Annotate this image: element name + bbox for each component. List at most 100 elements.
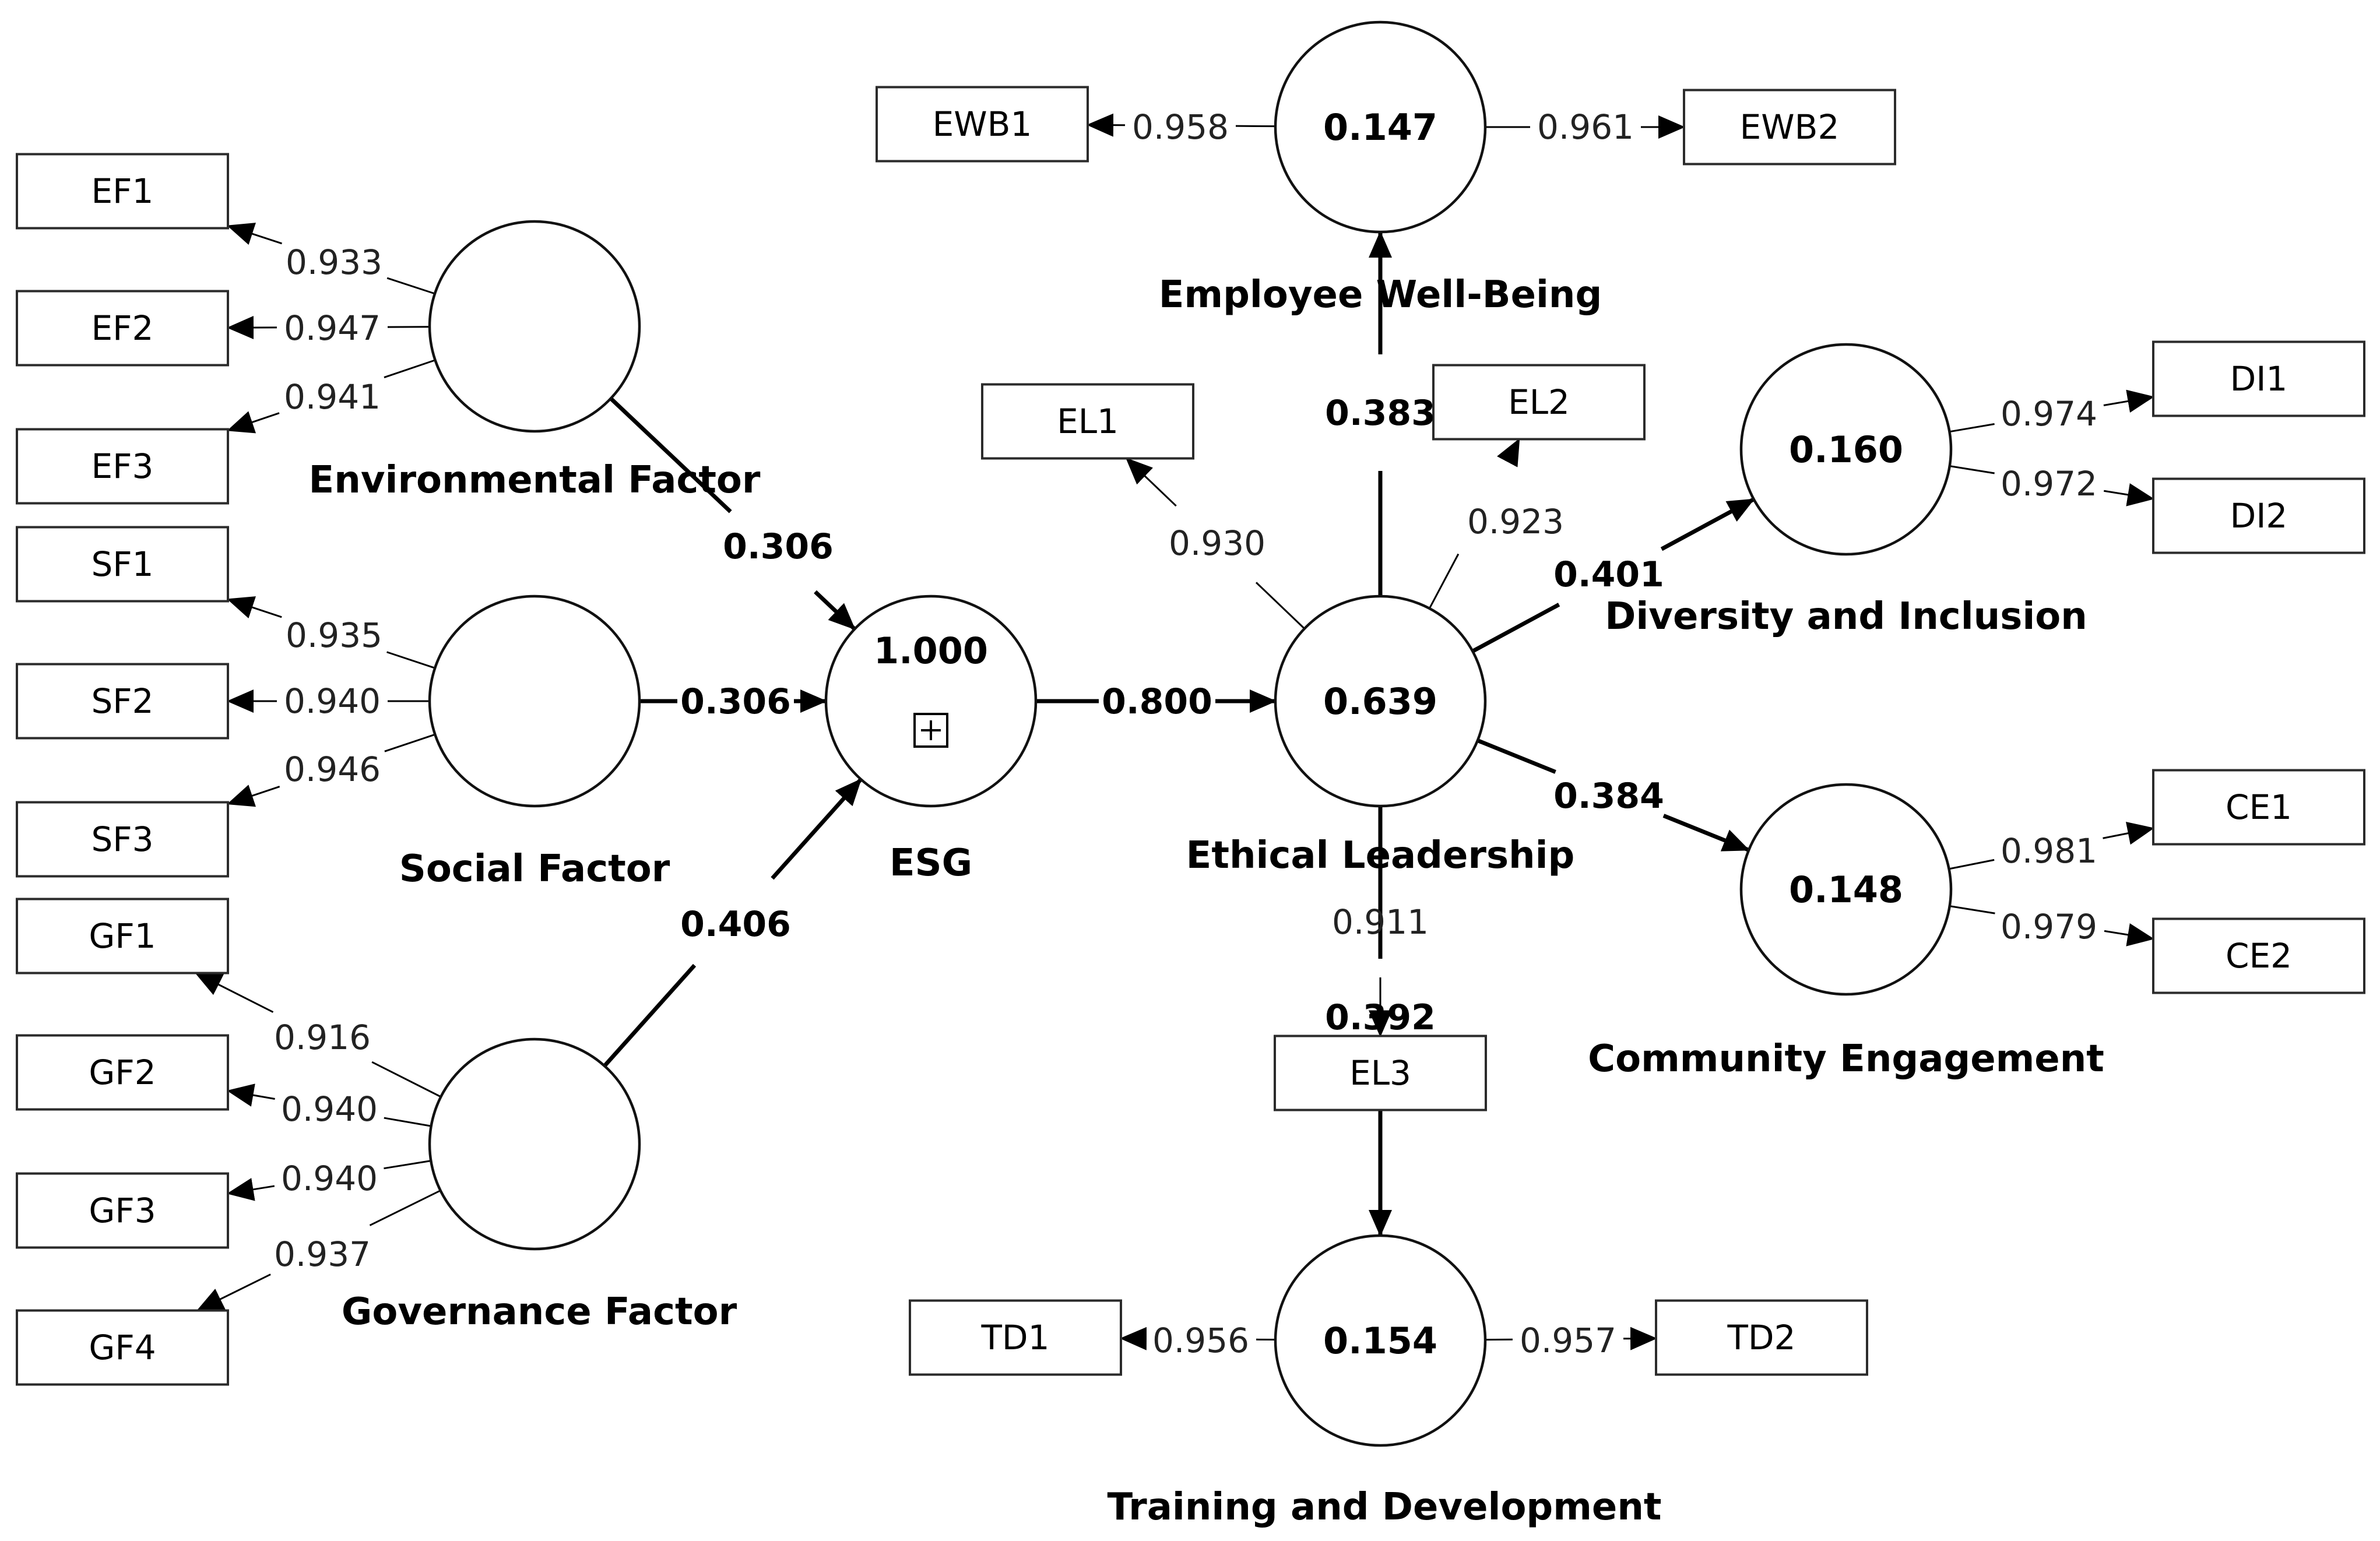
indicator-box-sf2[interactable]: SF2: [16, 663, 229, 740]
loading-value-td1: 0.956: [1152, 1321, 1249, 1360]
indicator-label: CE1: [2226, 787, 2292, 827]
indicator-box-sf1[interactable]: SF1: [16, 526, 229, 603]
loading-edge-gf4: [196, 1190, 441, 1311]
latent-node-td[interactable]: 0.154: [1274, 1234, 1487, 1447]
indicator-box-gf3[interactable]: GF3: [16, 1172, 229, 1249]
indicator-box-gf4[interactable]: GF4: [16, 1309, 229, 1386]
path-coefficient-gf-esg: 0.406: [680, 904, 791, 945]
path-edge-el-di: [1471, 497, 1755, 653]
loading-edge-ce1: [1949, 822, 2154, 870]
indicator-box-td1[interactable]: TD1: [909, 1299, 1122, 1376]
indicator-box-ef2[interactable]: EF2: [16, 290, 229, 367]
indicator-label: DI1: [2230, 359, 2288, 399]
indicator-box-ce1[interactable]: CE1: [2152, 769, 2365, 846]
path-edge-ef-esg: [609, 397, 856, 631]
indicator-box-el2[interactable]: EL2: [1432, 364, 1646, 441]
latent-node-el[interactable]: 0.639: [1274, 594, 1487, 808]
loading-edge-td2: [1485, 1327, 1657, 1350]
indicator-label: EF1: [92, 171, 154, 211]
indicator-box-ef1[interactable]: EF1: [16, 153, 229, 230]
loading-value-ef3: 0.941: [284, 377, 381, 417]
path-coefficient-esg-el: 0.800: [1102, 681, 1212, 722]
indicator-label: SF3: [91, 819, 153, 859]
loading-value-gf3: 0.940: [281, 1159, 378, 1198]
loading-value-el3: 0.911: [1332, 902, 1429, 942]
path-edge-gf-esg: [603, 777, 863, 1068]
loading-edge-ef2: [227, 316, 430, 340]
latent-node-ewb[interactable]: 0.147: [1274, 20, 1487, 234]
path-coefficient-ef-esg: 0.306: [723, 526, 834, 567]
latent-name-sf: Social Factor: [399, 847, 670, 891]
loading-value-gf2: 0.940: [281, 1089, 378, 1129]
loading-edge-sf1: [227, 596, 435, 669]
indicator-box-gf2[interactable]: GF2: [16, 1034, 229, 1111]
loading-value-di1: 0.974: [2001, 394, 2097, 434]
loading-edge-ef1: [227, 223, 435, 295]
indicator-label: DI2: [2230, 496, 2288, 536]
path-coefficient-el-ewb: 0.383: [1325, 393, 1436, 434]
path-coefficient-el-di: 0.401: [1553, 554, 1664, 595]
indicator-box-di1[interactable]: DI1: [2152, 340, 2365, 417]
loading-value-sf1: 0.935: [286, 615, 382, 655]
loading-value-ef2: 0.947: [284, 308, 381, 348]
indicator-label: EWB2: [1740, 107, 1840, 147]
indicator-label: EL2: [1508, 382, 1570, 422]
indicator-box-sf3[interactable]: SF3: [16, 801, 229, 878]
expand-icon[interactable]: [913, 713, 948, 748]
loading-edge-el2: [1428, 438, 1520, 609]
loading-value-el1: 0.930: [1169, 523, 1265, 563]
indicator-label: EF2: [92, 308, 154, 348]
indicator-label: GF2: [89, 1053, 156, 1092]
indicator-label: GF1: [89, 916, 156, 956]
indicator-box-el1[interactable]: EL1: [981, 383, 1194, 460]
indicator-label: CE2: [2226, 936, 2292, 976]
loading-value-ce1: 0.981: [2001, 831, 2097, 871]
latent-name-ewb: Employee Well-Being: [1159, 273, 1602, 316]
indicator-label: EL1: [1057, 402, 1119, 441]
indicator-box-el3[interactable]: EL3: [1274, 1035, 1487, 1111]
indicator-label: SF2: [91, 681, 153, 721]
latent-name-ef: Environmental Factor: [309, 459, 761, 502]
latent-name-di: Diversity and Inclusion: [1605, 595, 2087, 638]
loading-value-gf1: 0.916: [274, 1018, 371, 1057]
indicator-label: EF3: [92, 446, 154, 486]
labels-layer: 0.9330.9470.9410.9350.9400.9460.9160.940…: [274, 107, 2104, 1529]
loading-edge-di1: [1949, 389, 2154, 433]
latent-node-sf[interactable]: [428, 594, 641, 808]
loading-edge-gf2: [227, 1083, 431, 1127]
r-squared-value: 0.154: [1323, 1320, 1437, 1362]
loading-value-ewb2: 0.961: [1537, 107, 1634, 147]
indicator-label: EWB1: [933, 104, 1032, 144]
indicator-box-gf1[interactable]: GF1: [16, 898, 229, 974]
loading-value-sf2: 0.940: [284, 681, 381, 721]
indicator-box-td2[interactable]: TD2: [1655, 1299, 1868, 1376]
latent-node-esg[interactable]: 1.000: [824, 594, 1038, 808]
indicator-label: GF3: [89, 1191, 156, 1230]
latent-node-gf[interactable]: [428, 1037, 641, 1251]
indicator-box-di2[interactable]: DI2: [2152, 477, 2365, 554]
loading-edge-sf3: [227, 733, 435, 807]
r-squared-value: 0.148: [1789, 868, 1903, 911]
latent-name-gf: Governance Factor: [342, 1290, 737, 1334]
indicator-box-ewb2[interactable]: EWB2: [1683, 89, 1896, 166]
r-squared-value: 0.639: [1323, 680, 1437, 723]
latent-node-di[interactable]: 0.160: [1739, 343, 1953, 556]
loading-value-ce2: 0.979: [2001, 907, 2097, 947]
loading-edge-gf1: [194, 972, 441, 1098]
loading-edge-gf3: [227, 1160, 431, 1201]
indicator-box-ewb1[interactable]: EWB1: [876, 86, 1089, 163]
indicator-box-ce2[interactable]: CE2: [2152, 917, 2365, 994]
latent-node-ef[interactable]: [428, 220, 641, 433]
r-squared-value: 1.000: [874, 629, 988, 672]
indicator-label: GF4: [89, 1328, 156, 1367]
indicator-box-ef3[interactable]: EF3: [16, 428, 229, 505]
loading-value-ef1: 0.933: [286, 242, 382, 282]
latent-name-td: Training and Development: [1108, 1486, 1662, 1529]
loading-edge-ce2: [1949, 905, 2154, 947]
loading-value-el2: 0.923: [1467, 502, 1564, 541]
latent-node-ce[interactable]: 0.148: [1739, 783, 1953, 996]
path-coefficient-el-ce: 0.384: [1553, 776, 1664, 817]
r-squared-value: 0.147: [1323, 106, 1437, 149]
indicator-label: TD2: [1727, 1318, 1796, 1357]
